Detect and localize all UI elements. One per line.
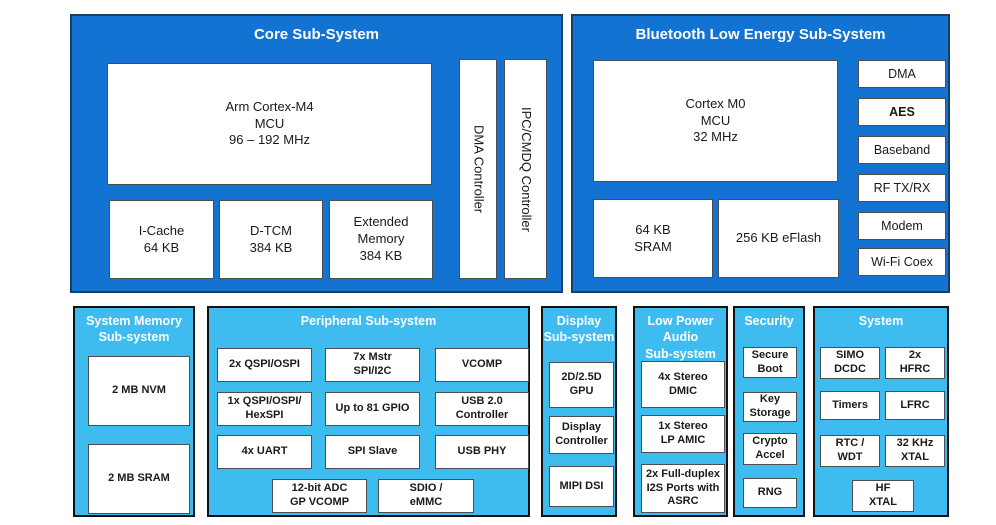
- dmic-block: 4x Stereo DMIC: [641, 361, 725, 408]
- system-title: System: [858, 314, 904, 328]
- mipi-dsi-block: MIPI DSI: [549, 466, 614, 507]
- uart-block: 4x UART: [217, 435, 312, 469]
- display-title: Display Sub-system: [543, 314, 615, 345]
- audio-title: Low Power Audio Sub-system: [645, 314, 716, 361]
- spi-slave-block: SPI Slave: [325, 435, 420, 469]
- system-panel: System SIMO DCDC 2x HFRC Timers LFRC RTC…: [813, 306, 949, 517]
- ble-eflash-block: 256 KB eFlash: [718, 199, 839, 278]
- ipc-cmdq-controller-block: IPC/CMDQ Controller: [504, 59, 547, 279]
- secure-boot-block: Secure Boot: [743, 347, 797, 378]
- rng-block: RNG: [743, 478, 797, 508]
- extended-memory-block: Extended Memory 384 KB: [329, 200, 433, 279]
- cortex-m0-mcu-block: Cortex M0 MCU 32 MHz: [593, 60, 838, 182]
- nvm-block: 2 MB NVM: [88, 356, 190, 426]
- core-subsystem-title: Core Sub-System: [253, 26, 380, 43]
- usb-phy-block: USB PHY: [435, 435, 529, 469]
- xtal-32khz-block: 32 KHz XTAL: [885, 435, 945, 467]
- display-panel: Display Sub-system 2D/2.5D GPU Display C…: [541, 306, 617, 517]
- vcomp-block: VCOMP: [435, 348, 529, 382]
- sdio-emmc-block: SDIO / eMMC: [378, 479, 474, 513]
- ble-subsystem-title: Bluetooth Low Energy Sub-System: [635, 26, 886, 43]
- core-subsystem-panel: Core Sub-System Arm Cortex-M4 MCU 96 – 1…: [70, 14, 563, 293]
- security-panel: Security Secure Boot Key Storage Crypto …: [733, 306, 805, 517]
- audio-panel: Low Power Audio Sub-system 4x Stereo DMI…: [633, 306, 728, 517]
- icache-block: I-Cache 64 KB: [109, 200, 214, 279]
- ble-sram-block: 64 KB SRAM: [593, 199, 713, 278]
- hfrc-block: 2x HFRC: [885, 347, 945, 379]
- adc-vcomp-block: 12-bit ADC GP VCOMP: [272, 479, 367, 513]
- ble-wifi-coex-block: Wi-Fi Coex: [858, 248, 946, 276]
- ble-subsystem-panel: Bluetooth Low Energy Sub-System Cortex M…: [571, 14, 950, 293]
- dtcm-block: D-TCM 384 KB: [219, 200, 323, 279]
- security-title: Security: [744, 314, 794, 328]
- qspi-ospi-block: 2x QSPI/OSPI: [217, 348, 312, 382]
- ble-rf-txrx-block: RF TX/RX: [858, 174, 946, 202]
- crypto-accel-block: Crypto Accel: [743, 433, 797, 465]
- key-storage-block: Key Storage: [743, 392, 797, 422]
- dma-controller-block: DMA Controller: [459, 59, 497, 279]
- timers-block: Timers: [820, 391, 880, 420]
- ble-dma-block: DMA: [858, 60, 946, 88]
- display-controller-block: Display Controller: [549, 416, 614, 454]
- gpio-block: Up to 81 GPIO: [325, 392, 420, 426]
- system-memory-title: System Memory Sub-system: [86, 314, 182, 345]
- ble-baseband-block: Baseband: [858, 136, 946, 164]
- hexspi-block: 1x QSPI/OSPI/ HexSPI: [217, 392, 312, 426]
- amic-block: 1x Stereo LP AMIC: [641, 415, 725, 453]
- ble-aes-block: AES: [858, 98, 946, 126]
- i2s-asrc-block: 2x Full-duplex I2S Ports with ASRC: [641, 464, 725, 513]
- ble-modem-block: Modem: [858, 212, 946, 240]
- cortex-m4-mcu-block: Arm Cortex-M4 MCU 96 – 192 MHz: [107, 63, 432, 185]
- hf-xtal-block: HF XTAL: [852, 480, 914, 512]
- lfrc-block: LFRC: [885, 391, 945, 420]
- system-memory-panel: System Memory Sub-system 2 MB NVM 2 MB S…: [73, 306, 195, 517]
- usb-controller-block: USB 2.0 Controller: [435, 392, 529, 426]
- rtc-wdt-block: RTC / WDT: [820, 435, 880, 467]
- peripheral-title: Peripheral Sub-system: [300, 314, 437, 328]
- gpu-block: 2D/2.5D GPU: [549, 362, 614, 408]
- simo-dcdc-block: SIMO DCDC: [820, 347, 880, 379]
- peripheral-panel: Peripheral Sub-system 2x QSPI/OSPI 7x Ms…: [207, 306, 530, 517]
- sram-block: 2 MB SRAM: [88, 444, 190, 514]
- mstr-spi-i2c-block: 7x Mstr SPI/I2C: [325, 348, 420, 382]
